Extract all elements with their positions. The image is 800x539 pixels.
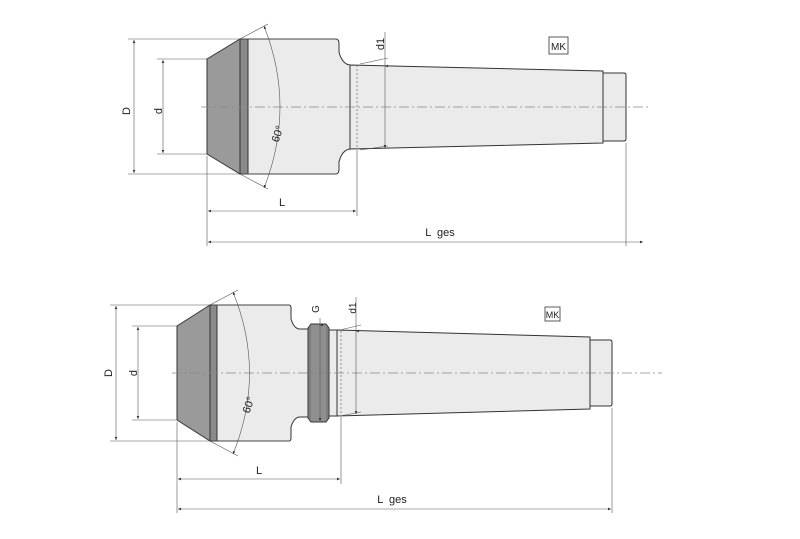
- top-live-center: D d d1 60° L L ges MK: [121, 23, 648, 246]
- bottom-label-angle: 60°: [241, 395, 258, 415]
- bottom-label-G: G: [311, 305, 322, 313]
- bottom-label-d1: d1: [348, 302, 359, 314]
- bottom-label-L: L: [256, 465, 262, 477]
- bottom-label-D: D: [103, 369, 115, 377]
- top-label-L: L: [279, 197, 285, 209]
- top-cone-tip: [206, 38, 241, 175]
- top-part-body: [206, 38, 627, 175]
- top-band: [239, 38, 249, 175]
- top-label-angle: 60°: [270, 124, 287, 144]
- bottom-label-d: d: [128, 370, 140, 376]
- top-label-L-ges: L ges: [425, 227, 455, 239]
- bottom-live-center: D d G d1 60° L L ges MK: [103, 289, 662, 513]
- top-label-MK: MK: [551, 42, 566, 53]
- bottom-label-L-ges: L ges: [377, 494, 407, 506]
- top-label-d: d: [153, 108, 165, 114]
- bottom-label-MK: MK: [546, 310, 560, 320]
- top-label-D: D: [121, 107, 133, 115]
- top-main-body: [247, 38, 351, 175]
- top-label-d1: d1: [375, 38, 387, 50]
- top-angle-arc: [263, 25, 281, 189]
- bottom-angle-arc: [232, 291, 250, 455]
- top-tang: [602, 72, 627, 142]
- bottom-mk-box: [544, 306, 561, 322]
- top-mk-box: [548, 36, 569, 55]
